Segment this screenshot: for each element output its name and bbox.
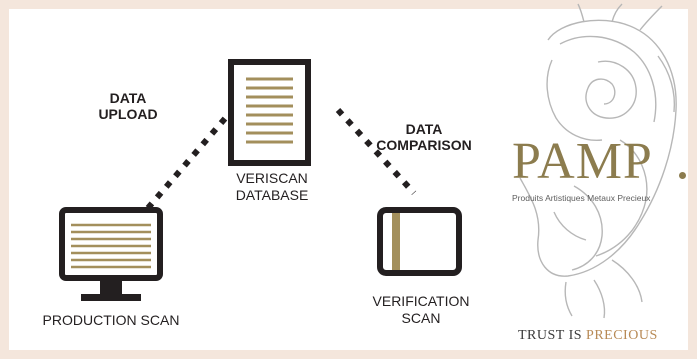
monitor-icon — [59, 207, 163, 301]
veriscan-database-label: VERISCAN DATABASE — [222, 170, 322, 204]
fortuna-engraving-icon — [519, 3, 677, 319]
comparison-connector — [335, 107, 417, 196]
tablet-icon — [377, 207, 462, 276]
tagline: TRUST IS PRECIOUS — [518, 328, 658, 344]
pamp-logo-subtitle: Produits Artistiques Metaux Precieux — [512, 193, 651, 203]
upload-connector — [145, 113, 231, 210]
verification-scan-label: VERIFICATION SCAN — [368, 293, 474, 327]
data-upload-line1: DATA — [109, 90, 147, 106]
data-comparison-line1: DATA — [405, 121, 443, 137]
database-document-icon — [228, 59, 311, 166]
registered-mark-icon — [679, 172, 686, 179]
data-comparison-label: DATA COMPARISON — [364, 121, 484, 153]
tagline-part2: PRECIOUS — [586, 328, 658, 343]
production-scan-label: PRODUCTION SCAN — [42, 312, 180, 328]
data-comparison-line2: COMPARISON — [376, 137, 472, 153]
verification-scan-line2: SCAN — [401, 310, 441, 326]
veriscan-database-line1: VERISCAN — [236, 170, 308, 186]
veriscan-database-line2: DATABASE — [235, 187, 309, 203]
data-upload-label: DATA UPLOAD — [88, 90, 168, 122]
tagline-part1: TRUST IS — [518, 328, 583, 343]
data-upload-line2: UPLOAD — [98, 106, 158, 122]
verification-scan-line1: VERIFICATION — [372, 293, 470, 309]
diagram-panel — [9, 9, 688, 350]
pamp-logo-word: PAMP — [512, 133, 653, 190]
